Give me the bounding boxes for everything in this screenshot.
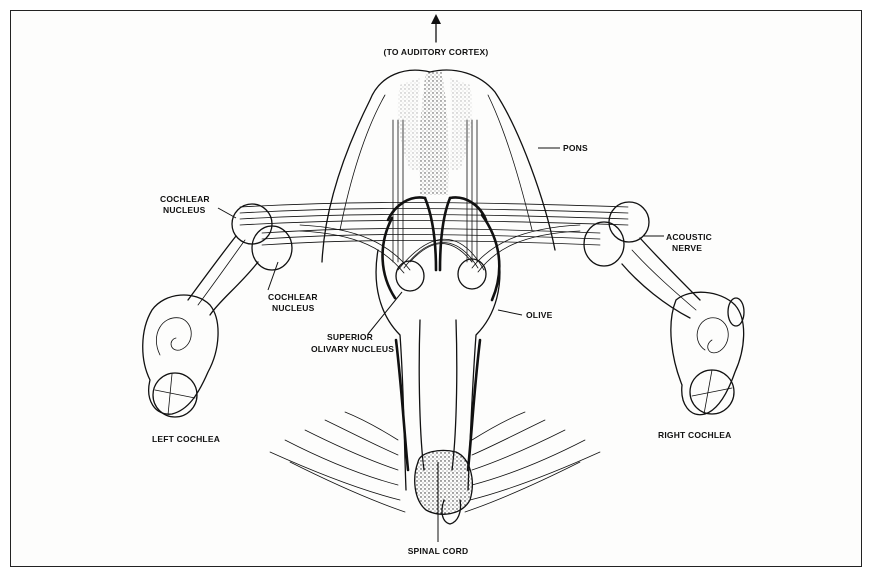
- pons-label: PONS: [563, 143, 588, 153]
- acoustic-nerve-label-2: NERVE: [672, 243, 702, 253]
- superior-olivary-label-2: OLIVARY NUCLEUS: [311, 344, 394, 354]
- superior-olivary-label-1: SUPERIOR: [327, 332, 373, 342]
- right-cochlea: [671, 292, 744, 414]
- cortex-arrow: [431, 14, 441, 42]
- acoustic-nerve-label-1: ACOUSTIC: [666, 232, 712, 242]
- left-cochlea: [143, 295, 218, 417]
- spinal-cord-label: SPINAL CORD: [408, 546, 469, 556]
- cochlear-nucleus-inner-label-1: COCHLEAR: [268, 292, 318, 302]
- right-cochlea-label: RIGHT COCHLEA: [658, 430, 731, 440]
- left-cochlea-label: LEFT COCHLEA: [152, 434, 220, 444]
- cochlear-nucleus-left-label-1: COCHLEAR: [160, 194, 210, 204]
- cochlear-nucleus-inner-label-2: NUCLEUS: [272, 303, 315, 313]
- olive-label: OLIVE: [526, 310, 553, 320]
- to-cortex-label: (TO AUDITORY CORTEX): [384, 47, 489, 57]
- cochlear-nucleus-left-label-2: NUCLEUS: [163, 205, 206, 215]
- spinal-cord: [415, 450, 473, 542]
- pons: [322, 70, 555, 262]
